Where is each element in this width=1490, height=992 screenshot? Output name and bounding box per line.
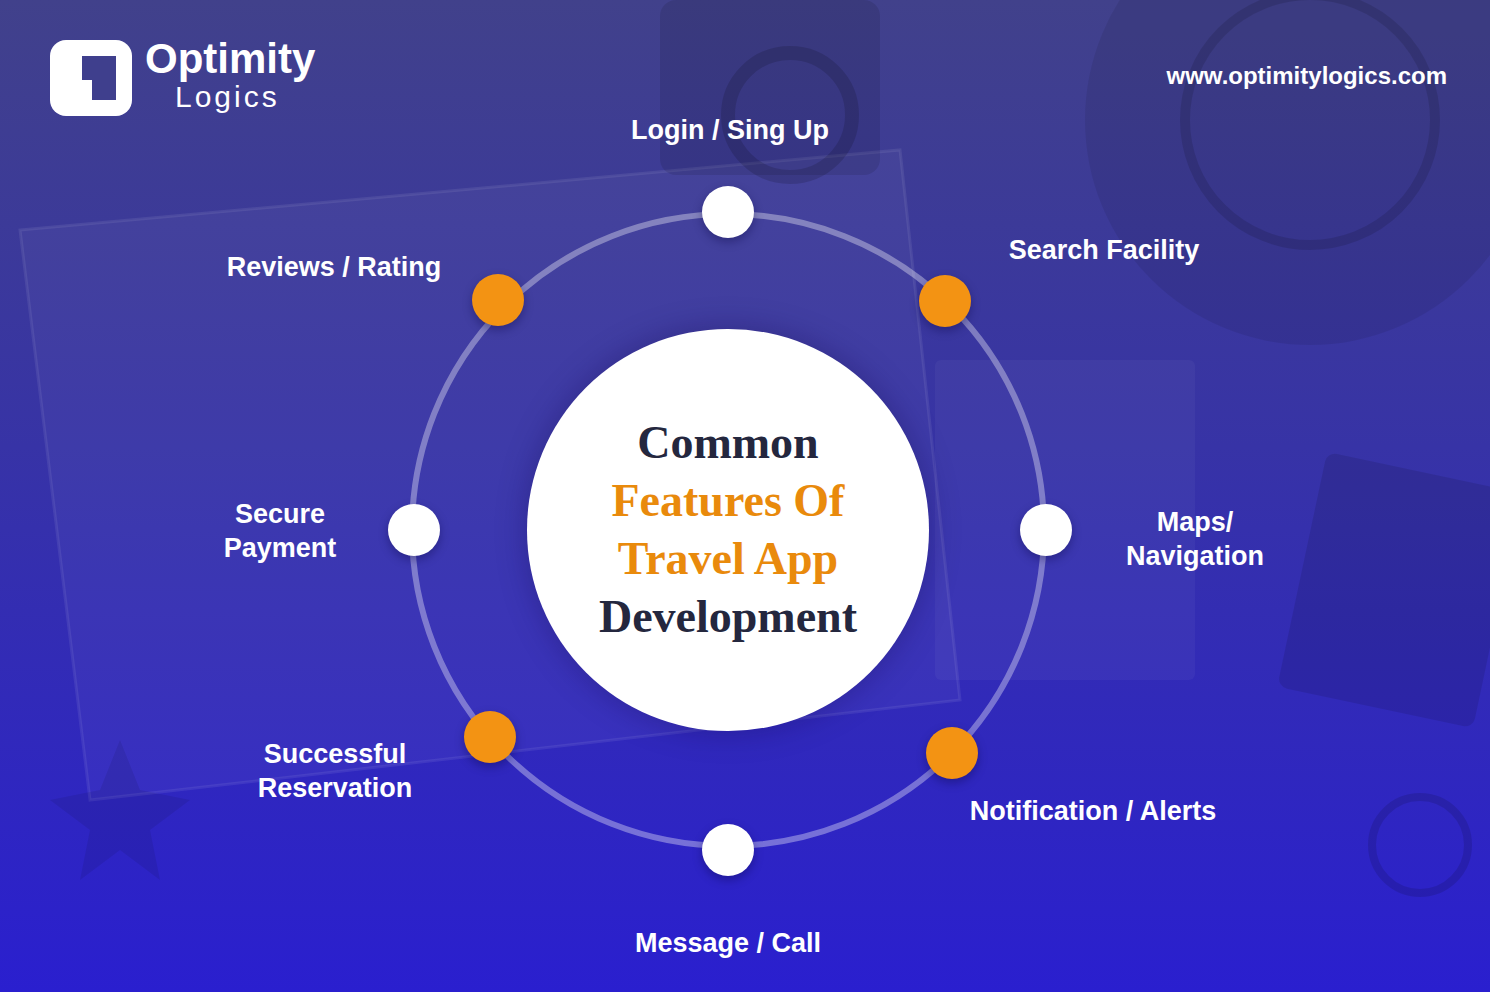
center-circle: CommonFeatures Of Travel AppDevelopment <box>527 329 928 730</box>
feature-dot: Search Facility <box>919 275 971 327</box>
logo-square <box>50 40 132 116</box>
brand-name: Optimity <box>145 36 315 82</box>
postcard-shape <box>935 360 1195 680</box>
feature-label: Reviews / Rating <box>227 250 442 284</box>
passport-shape <box>1277 452 1490 728</box>
map-shape <box>20 150 960 800</box>
center-title-text: Development <box>599 588 857 646</box>
feature-label: Secure Payment <box>224 497 337 565</box>
brand-subname: Logics <box>175 80 280 114</box>
logo-cutout <box>66 56 116 100</box>
hat-crown <box>1185 0 1435 245</box>
feature-dot: Secure Payment <box>388 504 440 556</box>
feature-dot: Message / Call <box>702 824 754 876</box>
logo-bar <box>66 56 82 80</box>
website-url: www.optimitylogics.com <box>1167 62 1447 90</box>
feature-label: Maps/ Navigation <box>1126 505 1264 573</box>
feature-dot: Notification / Alerts <box>926 727 978 779</box>
center-title-text: Common <box>637 414 818 472</box>
logo-icon <box>50 40 132 116</box>
feature-dot: Successful Reservation <box>464 711 516 763</box>
center-title-text: Features Of Travel App <box>583 472 873 588</box>
feature-ring <box>412 214 1044 846</box>
feature-label: Successful Reservation <box>258 737 413 805</box>
feature-label: Login / Sing Up <box>631 113 829 147</box>
starfish-shape <box>50 740 190 880</box>
feature-dot: Login / Sing Up <box>702 186 754 238</box>
feature-label: Search Facility <box>1009 233 1200 267</box>
hat-brim <box>1085 0 1490 345</box>
feature-label: Notification / Alerts <box>970 794 1217 828</box>
feature-dot: Reviews / Rating <box>472 274 524 326</box>
compass-shape <box>1372 797 1468 893</box>
feature-label: Message / Call <box>635 926 821 960</box>
feature-dot: Maps/ Navigation <box>1020 504 1072 556</box>
